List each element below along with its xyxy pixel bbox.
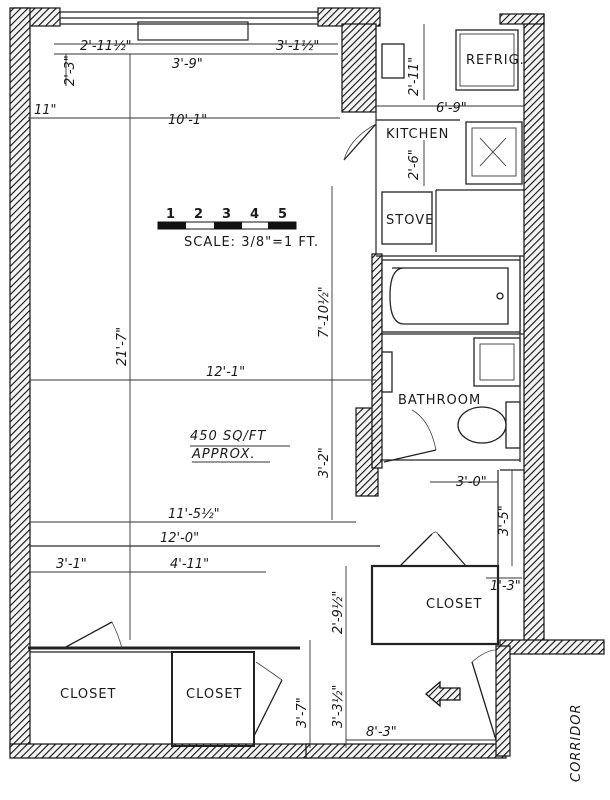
entry-arrow-icon xyxy=(425,680,461,708)
dimension-lines xyxy=(28,24,524,748)
doors xyxy=(63,123,497,741)
area-line-1: 450 SQ/FT xyxy=(190,429,266,444)
dim-3-1: 3'-1" xyxy=(56,557,87,572)
dim-1-3: 1'-3" xyxy=(490,579,521,594)
dim-7-10-half: 7'-10½" xyxy=(317,286,332,338)
partitions xyxy=(28,11,524,747)
dim-3-3-half: 3'-3½" xyxy=(331,685,346,728)
area-line-2: APPROX. xyxy=(191,447,256,462)
scale-tick-2: 2 xyxy=(194,207,203,222)
kitchen-label: KITCHEN xyxy=(386,127,449,142)
refrig-label: REFRIG. xyxy=(466,53,525,68)
dim-2-6: 2'-6" xyxy=(407,149,422,180)
closet-right-label: CLOSET xyxy=(426,597,483,612)
dim-12-1: 12'-1" xyxy=(206,365,245,380)
dim-6-9: 6'-9" xyxy=(436,101,467,116)
dim-2-11-half-top: 2'-11½" xyxy=(80,39,132,54)
dim-10-1: 10'-1" xyxy=(168,113,207,128)
closet-middle-label: CLOSET xyxy=(186,687,243,702)
dim-8-3: 8'-3" xyxy=(366,725,397,740)
scale-tick-3: 3 xyxy=(222,207,231,222)
scale-tick-5: 5 xyxy=(278,207,287,222)
dim-3-7: 3'-7" xyxy=(295,697,310,728)
dim-3-2: 3'-2" xyxy=(317,447,332,478)
dim-2-9-half: 2'-9½" xyxy=(331,591,346,634)
dim-3-0: 3'-0" xyxy=(456,475,487,490)
dim-11-5-half: 11'-5½" xyxy=(168,507,220,522)
dim-2-3: 2'-3" xyxy=(63,55,78,86)
fixtures xyxy=(381,29,524,449)
walls xyxy=(9,7,605,759)
corridor-label: CORRIDOR xyxy=(569,704,584,782)
dim-4-11: 4'-11" xyxy=(170,557,209,572)
dim-11: 11" xyxy=(34,103,57,118)
closet-left-label: CLOSET xyxy=(60,687,117,702)
dim-3-5: 3'-5" xyxy=(497,505,512,536)
scale-bar: 1 2 3 4 5 SCALE: 3/8"=1 FT. xyxy=(157,207,319,250)
stove xyxy=(381,191,433,245)
scale-tick-4: 4 xyxy=(250,207,259,222)
scale-tick-1: 1 xyxy=(166,207,175,222)
toilet xyxy=(457,401,521,449)
scale-text: SCALE: 3/8"=1 FT. xyxy=(184,235,319,250)
dim-3-1-half: 3'-1½" xyxy=(276,39,319,54)
dim-2-11-kitchen: 2'-11" xyxy=(407,57,422,96)
dim-21-7: 21'-7" xyxy=(115,327,130,366)
bathroom-label: BATHROOM xyxy=(398,393,481,408)
stove-label: STOVE xyxy=(386,213,434,228)
dim-12-0: 12'-0" xyxy=(160,531,199,546)
dim-3-9: 3'-9" xyxy=(172,57,203,72)
